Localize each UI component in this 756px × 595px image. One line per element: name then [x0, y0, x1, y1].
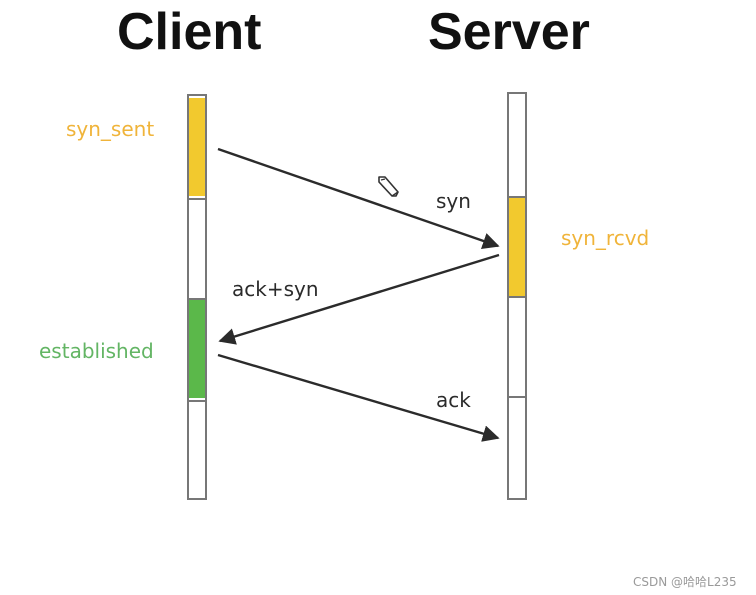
client-segment-after	[189, 400, 205, 498]
client-segment-idle	[189, 198, 205, 298]
client-segment-established	[189, 298, 205, 398]
pencil-icon	[378, 176, 399, 197]
server-segment-syn-rcvd	[509, 196, 525, 296]
state-label-established: established	[39, 339, 154, 363]
message-label-ack: ack	[436, 388, 471, 412]
server-segment-waiting	[509, 296, 525, 396]
watermark: CSDN @哈哈L235	[633, 575, 737, 589]
server-title: Server	[428, 3, 590, 61]
client-title: Client	[117, 3, 262, 61]
message-label-syn: syn	[436, 189, 471, 213]
message-label-ack-syn: ack+syn	[232, 277, 319, 301]
state-label-syn-sent: syn_sent	[66, 117, 155, 141]
ack-syn-arrow	[218, 253, 500, 345]
server-segment-after	[509, 396, 525, 498]
server-timeline	[507, 92, 527, 500]
state-label-syn-rcvd: syn_rcvd	[561, 226, 650, 250]
client-segment-syn-sent	[189, 98, 205, 196]
ack-arrow	[217, 353, 500, 442]
client-timeline	[187, 94, 207, 500]
syn-arrow	[217, 147, 500, 249]
